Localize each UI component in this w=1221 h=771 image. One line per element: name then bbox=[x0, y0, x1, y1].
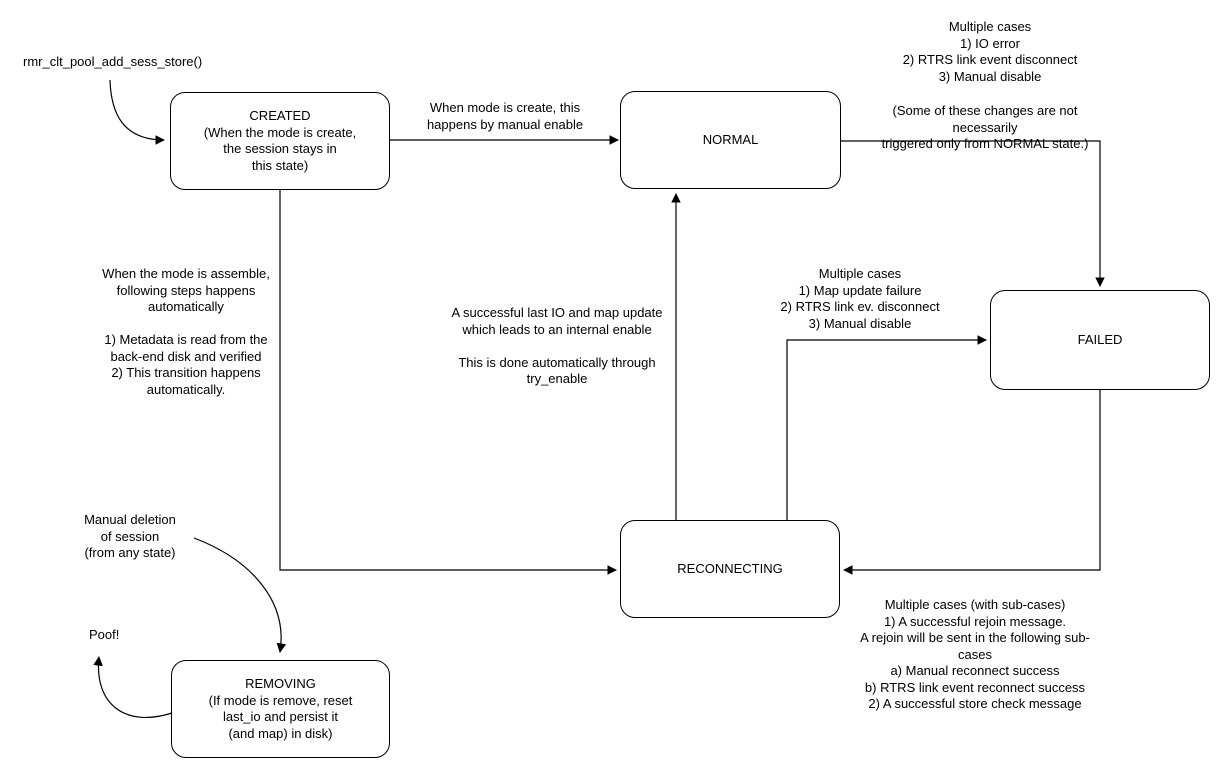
annotation-created-to-reconnecting: When the mode is assemble, following ste… bbox=[102, 266, 270, 397]
state-node-reconnecting: RECONNECTING bbox=[620, 520, 840, 618]
state-node-created: CREATED (When the mode is create, the se… bbox=[170, 92, 390, 190]
connector-created-to-reconnecting bbox=[279, 190, 617, 575]
annotation-failed-to-reconnecting-cases: Multiple cases (with sub-cases) 1) A suc… bbox=[860, 597, 1090, 711]
state-node-normal: NORMAL bbox=[620, 91, 841, 189]
annotation-created-to-normal: When mode is create, this happens by man… bbox=[426, 100, 584, 132]
annotation-reconnecting-to-failed-cases: Multiple cases 1) Map update failure 2) … bbox=[780, 266, 940, 331]
connector-deletion-to-removing bbox=[193, 537, 287, 653]
state-node-removing-label: REMOVING (If mode is remove, reset last_… bbox=[208, 676, 353, 741]
state-node-failed: FAILED bbox=[990, 290, 1210, 390]
state-node-created-label: CREATED (When the mode is create, the se… bbox=[203, 108, 357, 173]
state-node-normal-label: NORMAL bbox=[702, 131, 759, 147]
state-node-failed-label: FAILED bbox=[1077, 331, 1123, 347]
annotation-reconnecting-to-normal: A successful last IO and map update whic… bbox=[451, 305, 663, 386]
connector-entry-to-created bbox=[109, 79, 165, 145]
connector-normal-to-failed bbox=[841, 140, 1105, 287]
state-node-reconnecting-label: RECONNECTING bbox=[677, 560, 783, 576]
connector-failed-to-reconnecting bbox=[843, 390, 1101, 575]
state-node-removing: REMOVING (If mode is remove, reset last_… bbox=[171, 660, 390, 758]
annotation-poof: Poof! bbox=[89, 627, 120, 642]
annotation-manual-deletion: Manual deletion of session (from any sta… bbox=[84, 512, 176, 560]
connector-reconnecting-to-failed bbox=[786, 335, 987, 520]
annotation-entry-function: rmr_clt_pool_add_sess_store() bbox=[23, 54, 203, 69]
annotation-normal-to-failed-cases: Multiple cases 1) IO error 2) RTRS link … bbox=[902, 19, 1078, 84]
connector-removing-to-poof bbox=[93, 656, 173, 718]
annotation-normal-to-failed-note: (Some of these changes are not necessari… bbox=[881, 103, 1089, 151]
